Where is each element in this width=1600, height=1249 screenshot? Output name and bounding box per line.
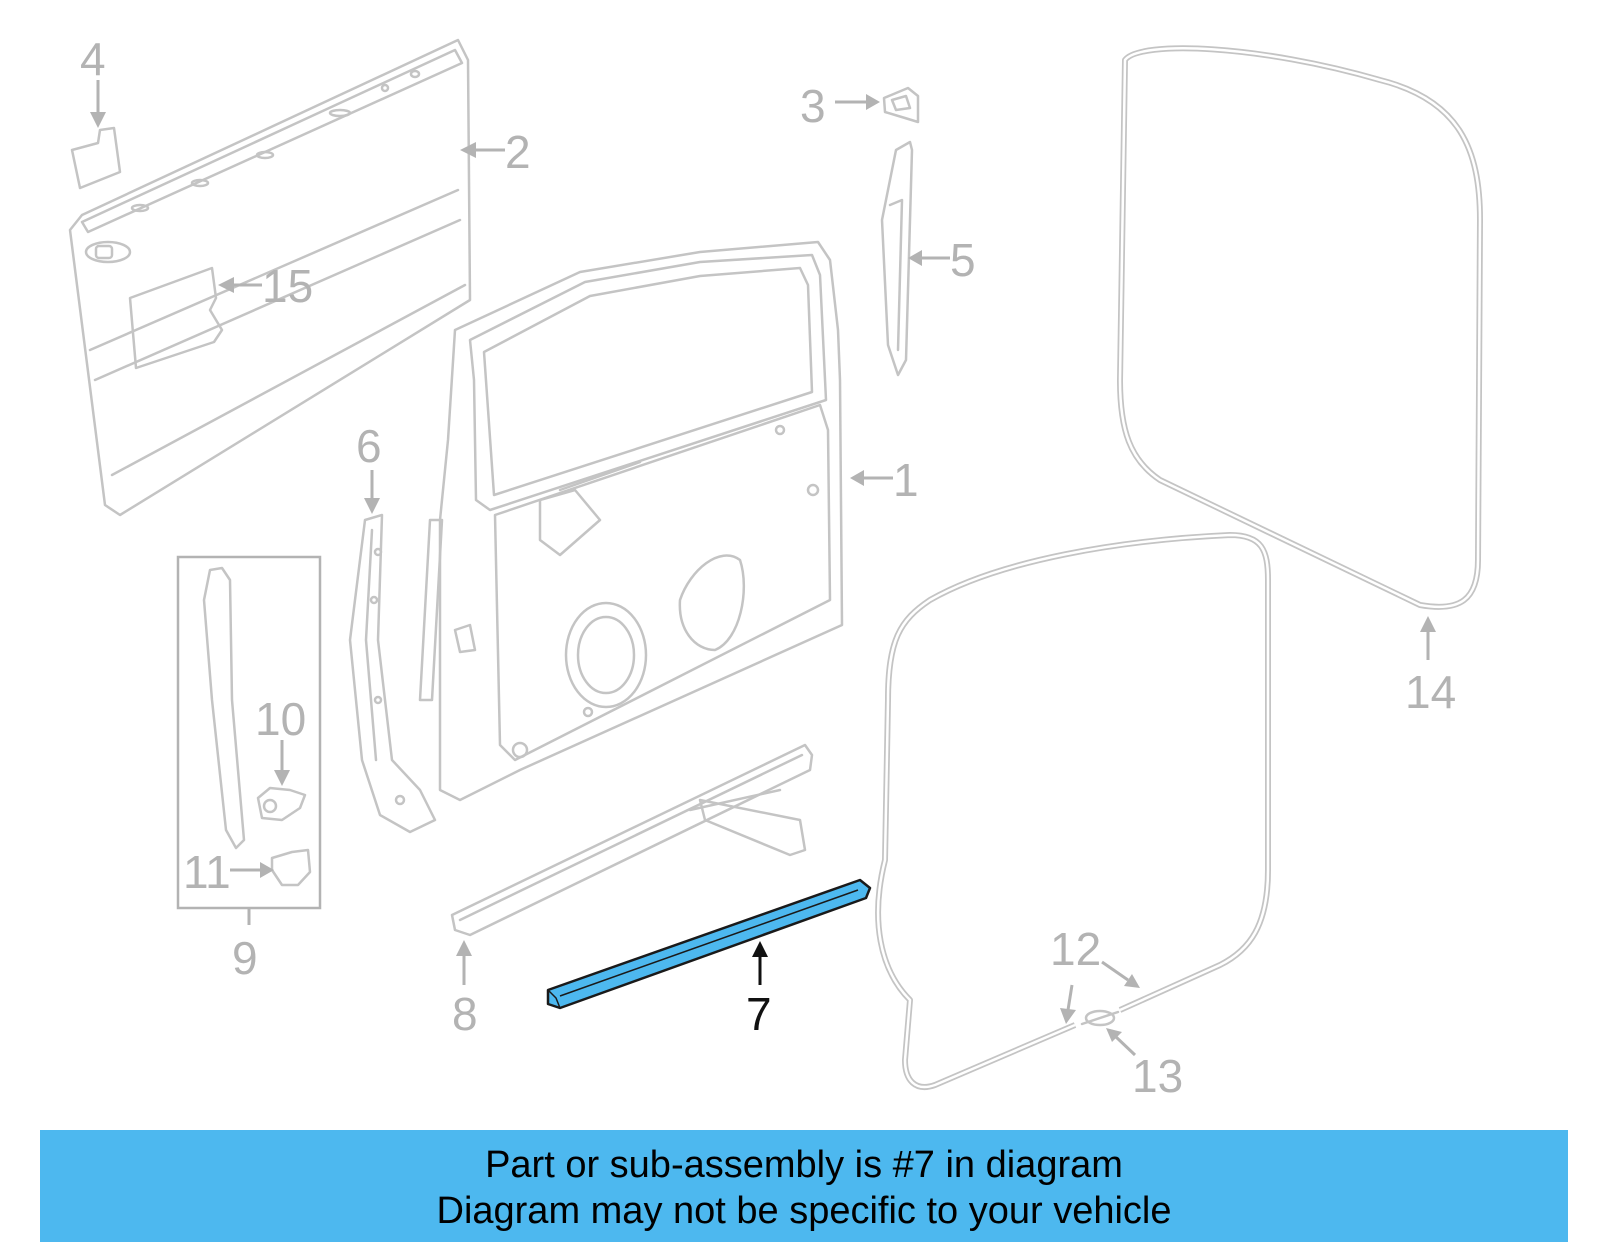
callout-15-arrow (218, 277, 262, 293)
part-4-clip (70, 126, 122, 190)
part-14-weatherstrip (1117, 45, 1483, 610)
part-12-weatherstrip (875, 532, 1271, 1090)
callout-13: 13 (1132, 1050, 1183, 1102)
callout-5-arrow (908, 250, 950, 266)
callout-8-arrow (456, 940, 472, 985)
callout-2: 2 (505, 126, 531, 178)
banner-line-part-number: Part or sub-assembly is #7 in diagram (485, 1144, 1123, 1186)
callout-1-arrow (850, 470, 893, 486)
part-3-bracket (882, 86, 920, 124)
callout-12: 12 (1050, 923, 1101, 975)
banner-line-disclaimer: Diagram may not be specific to your vehi… (436, 1190, 1172, 1232)
part-6-trim (348, 513, 437, 834)
callout-15: 15 (262, 260, 313, 312)
part-11-clip (270, 848, 312, 887)
callout-14: 14 (1405, 666, 1456, 718)
callout-11: 11 (183, 846, 231, 898)
callout-3-arrow (835, 94, 880, 110)
part-1-door-frame (418, 240, 844, 802)
callout-7-arrow (752, 941, 768, 985)
callout-9: 9 (232, 932, 258, 984)
part-2-door-skin (68, 38, 472, 517)
callout-10-arrow (274, 740, 290, 786)
callout-4: 4 (80, 33, 106, 85)
callout-10: 10 (255, 693, 306, 745)
callout-1: 1 (893, 454, 919, 506)
part-7-scuff-plate-highlighted (546, 878, 872, 1010)
callout-11-arrow (230, 862, 274, 878)
part-10-clip (256, 786, 307, 822)
part-15-pad (128, 266, 224, 370)
callout-7: 7 (746, 988, 772, 1040)
part-8-sill (450, 743, 814, 937)
callout-6: 6 (356, 420, 382, 472)
part-13-connector (1080, 1009, 1120, 1027)
callout-14-arrow (1420, 616, 1436, 660)
callout-2-arrow (460, 142, 505, 158)
callout-6-arrow (364, 470, 380, 514)
parts-diagram: 4 2 15 3 (68, 33, 1483, 1102)
part-5-channel (880, 140, 914, 377)
callout-5: 5 (950, 234, 976, 286)
callout-4-arrow (90, 80, 106, 128)
callout-12-arrow (1060, 960, 1140, 1024)
callout-13-arrow (1106, 1028, 1137, 1057)
info-banner: Part or sub-assembly is #7 in diagram Di… (40, 1130, 1568, 1242)
callout-8: 8 (452, 988, 478, 1040)
callout-3: 3 (800, 80, 826, 132)
part-9-moulding (202, 566, 246, 850)
